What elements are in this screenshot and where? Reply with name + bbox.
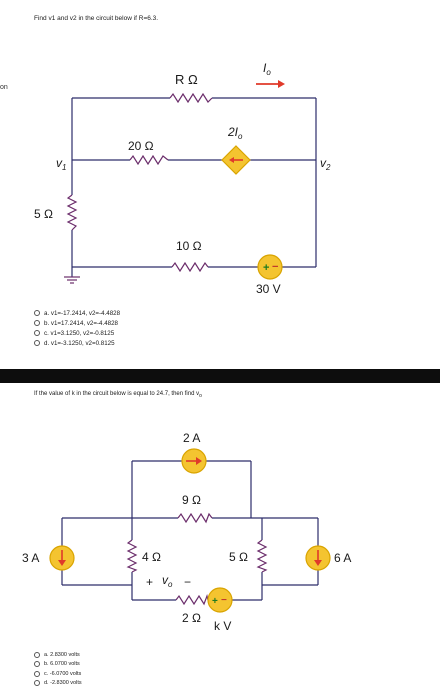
radio-button[interactable] xyxy=(34,661,40,668)
label-20-ohm: 20 Ω xyxy=(128,139,154,153)
circuit-2-diagram: + − 2 A 9 Ω 3 A 4 Ω 5 Ω 6 A + vo − 2 Ω k… xyxy=(22,431,351,633)
resistor-20 xyxy=(129,154,169,166)
current-source-2a-icon xyxy=(181,448,207,474)
label-v2: v2 xyxy=(320,156,331,172)
label-v1: v1 xyxy=(56,156,66,172)
kv-minus: − xyxy=(221,595,227,606)
label-R: R Ω xyxy=(175,72,198,87)
label-Io: Io xyxy=(263,61,271,77)
voltage-source-kv-icon: + − xyxy=(207,587,233,613)
label-vo: vo xyxy=(162,573,173,589)
voltage-source-30v-icon: + − xyxy=(257,254,283,280)
section-divider xyxy=(0,369,440,383)
option-c[interactable]: c. -6.0700 volts xyxy=(34,669,82,679)
label-6a: 6 A xyxy=(334,551,351,565)
question-2-options: a. 2.8300 volts b. 6.0700 volts c. -6.07… xyxy=(34,650,82,688)
ground-icon xyxy=(64,276,80,284)
label-kv: k V xyxy=(214,619,231,633)
resistor-2 xyxy=(175,593,209,606)
option-a[interactable]: a. 2.8300 volts xyxy=(34,650,82,660)
option-d[interactable]: d. v1=-3.1250, v2=0.8125 xyxy=(34,338,120,348)
current-source-6a-icon xyxy=(305,545,331,571)
resistor-R xyxy=(169,92,213,104)
resistor-5 xyxy=(66,194,78,231)
option-b[interactable]: b. v1=17.2414, v2=-4.4828 xyxy=(34,318,120,328)
radio-button[interactable] xyxy=(34,330,40,336)
current-source-3a-icon xyxy=(49,545,75,571)
radio-button[interactable] xyxy=(34,680,40,687)
kv-plus: + xyxy=(212,596,218,607)
radio-button[interactable] xyxy=(34,320,40,326)
radio-button[interactable] xyxy=(34,340,40,346)
resistor-5b xyxy=(256,539,268,573)
resistor-9 xyxy=(177,512,213,524)
label-5-ohm: 5 Ω xyxy=(34,207,53,221)
option-b[interactable]: b. 6.0700 volts xyxy=(34,660,82,670)
label-vo-plus: + xyxy=(146,575,153,589)
label-2-ohm: 2 Ω xyxy=(182,611,201,625)
radio-button[interactable] xyxy=(34,310,40,316)
label-30v: 30 V xyxy=(256,282,281,296)
radio-button[interactable] xyxy=(34,670,40,677)
question-2-prompt: If the value of k in the circuit below i… xyxy=(34,391,202,400)
label-3a: 3 A xyxy=(22,551,39,565)
question-1-prompt: Find v1 and v2 in the circuit below if R… xyxy=(34,15,159,22)
option-d[interactable]: d. -2.8300 volts xyxy=(34,679,82,689)
question-1-options: a. v1=-17.2414, v2=-4.4828 b. v1=17.2414… xyxy=(34,308,120,348)
dependent-current-source-icon xyxy=(221,145,251,175)
label-vo-minus: − xyxy=(184,575,191,589)
label-5-ohm-b: 5 Ω xyxy=(229,550,248,564)
label-2a: 2 A xyxy=(183,431,200,445)
resistor-10 xyxy=(171,261,209,273)
current-arrow-icon xyxy=(256,80,285,88)
edge-text: on xyxy=(0,84,8,91)
resistor-4 xyxy=(126,539,138,573)
vs-minus: − xyxy=(272,261,278,273)
label-dependent: 2Io xyxy=(227,125,243,141)
vs-plus: + xyxy=(263,262,269,274)
label-10-ohm: 10 Ω xyxy=(176,239,202,253)
circuit-1-diagram: + − R Ω Io 20 Ω 2Io v1 v2 5 Ω 10 Ω 30 V xyxy=(34,61,331,296)
option-a[interactable]: a. v1=-17.2414, v2=-4.4828 xyxy=(34,308,120,318)
label-4-ohm: 4 Ω xyxy=(142,550,161,564)
option-c[interactable]: c. v1=3.1250, v2=-0.8125 xyxy=(34,328,120,338)
radio-button[interactable] xyxy=(34,651,40,658)
label-9-ohm: 9 Ω xyxy=(182,493,201,507)
